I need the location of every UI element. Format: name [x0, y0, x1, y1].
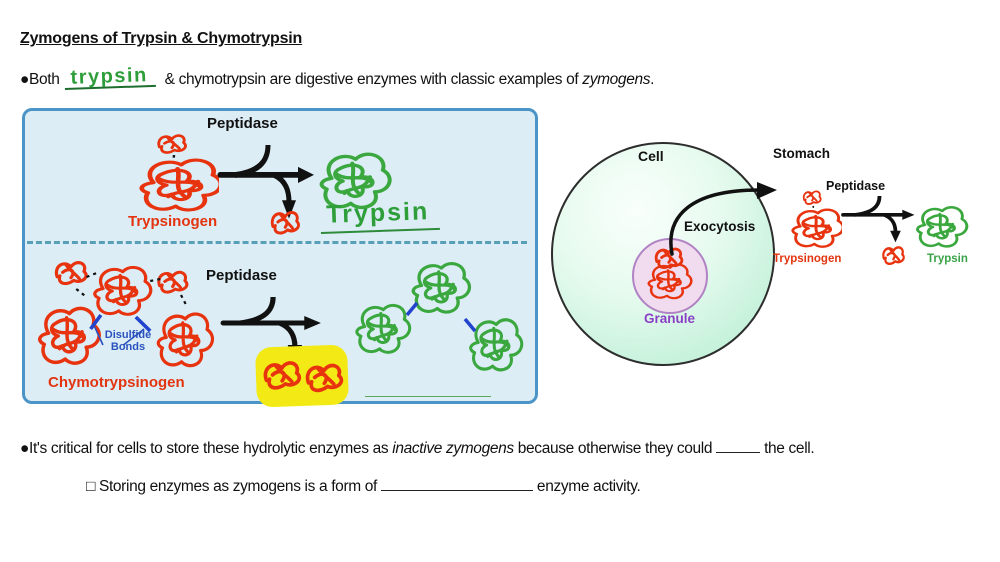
bullet-line-3: □ Storing enzymes as zymogens is a form …	[86, 475, 641, 496]
cleaved-peptide-top	[270, 210, 301, 235]
product-label-stomach: Trypsin	[927, 253, 968, 265]
bullet1-post: & chymotrypsin are digestive enzymes wit…	[160, 71, 583, 88]
bullet1-end: .	[650, 71, 655, 88]
substrate-label-stomach: Trypsinogen	[773, 253, 842, 265]
panel-divider	[27, 241, 527, 244]
trypsinogen-scribble-stomach	[791, 190, 842, 249]
exocytosis-arrow	[669, 182, 777, 256]
substrate-label-bottom: Chymotrypsinogen	[48, 374, 185, 391]
bullet2-pre: It's critical for cells to store these h…	[29, 440, 393, 457]
bullet2-mid: because otherwise they could	[513, 440, 717, 457]
bullet-line-2: ●It's critical for cells to store these …	[20, 437, 815, 458]
exocytosis-label: Exocytosis	[684, 219, 756, 234]
bullet3-end: enzyme activity.	[532, 478, 641, 495]
fill-in-blank-regulation[interactable]	[380, 475, 533, 491]
reaction-panel: Peptidase Trypsinogen Trypsin	[22, 108, 538, 408]
granule-label: Granule	[644, 311, 696, 326]
bullet-marker: ●	[20, 440, 30, 457]
page-title: Zymogens of Trypsin & Chymotrypsin	[20, 30, 303, 47]
trypsin-scribble-stomach	[916, 205, 969, 248]
fill-in-blank-destroy[interactable]	[716, 437, 761, 453]
bullet-marker: ●	[20, 71, 30, 88]
chymotrypsinogen-cluster	[37, 261, 215, 368]
product-answer-blank[interactable]	[365, 381, 491, 397]
chymotrypsin-cluster	[355, 261, 524, 372]
enzyme-label-top: Peptidase	[207, 115, 278, 132]
trypsinogen-scribble	[131, 134, 219, 217]
bullet2-end: the cell.	[760, 440, 815, 457]
disulfide-bonds-label: Disulfide Bonds	[104, 329, 152, 354]
bullet1-pre: Both	[29, 71, 60, 88]
bullet1-emphasis: zymogens	[582, 71, 651, 88]
handwritten-answer-trypsin[interactable]: trypsin	[63, 64, 156, 90]
enzyme-label-bottom: Peptidase	[206, 267, 277, 284]
enzyme-label-stomach: Peptidase	[826, 179, 886, 193]
sub-bullet-marker: □	[86, 478, 96, 495]
highlighted-cleaved-peptides	[254, 344, 350, 408]
handwritten-answer-trypsin-product[interactable]: Trypsin	[319, 196, 440, 234]
cleaved-peptide-stomach	[882, 246, 906, 266]
bullet2-emphasis: inactive zymogens	[392, 440, 514, 457]
cell-label: Cell	[638, 148, 664, 164]
bullet3-pre: Storing enzymes as zymogens is a form of	[95, 478, 381, 495]
stomach-label: Stomach	[773, 146, 831, 161]
substrate-label-top: Trypsinogen	[128, 213, 218, 230]
